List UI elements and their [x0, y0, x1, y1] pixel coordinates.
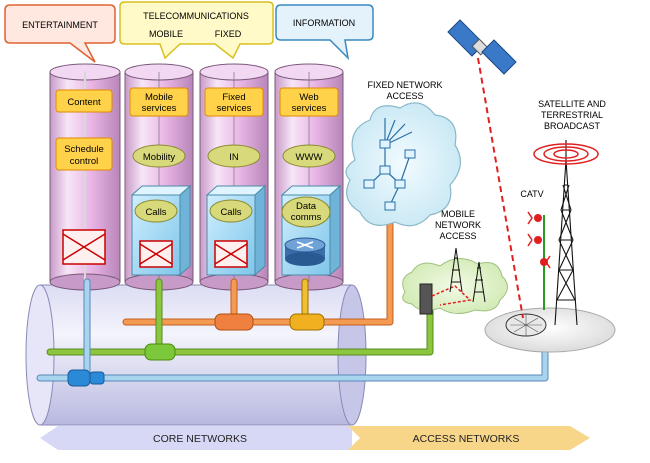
mobility-node [132, 144, 186, 168]
base-station [419, 283, 433, 315]
fixed-services-label-2: services [217, 103, 252, 114]
information-label: INFORMATION [293, 18, 355, 28]
www-label: WWW [296, 152, 323, 163]
comms-label: comms [291, 212, 322, 223]
satellite-icon [447, 19, 517, 75]
www-node [282, 144, 336, 168]
broadcast-waves-icon [533, 143, 599, 165]
data-comms-node [281, 196, 331, 228]
fixed-access-label-2: ACCESS [386, 91, 423, 101]
switch-icon [139, 240, 173, 268]
web-services-label-1: Web [299, 92, 318, 103]
router-icon [284, 237, 326, 266]
pipe-blue [36, 341, 549, 382]
callout-information: INFORMATION [275, 4, 374, 61]
calls-node-mobile [134, 199, 178, 223]
telecom-label: TELECOMMUNICATIONS [143, 11, 249, 21]
pipe-green [46, 306, 434, 356]
fixed-access-cloud [345, 102, 461, 227]
mobile-services-box [129, 87, 189, 117]
valve-green [144, 343, 176, 361]
calls-node-fixed [209, 199, 253, 223]
mobile-access-cloud [402, 258, 508, 315]
entertainment-label: ENTERTAINMENT [22, 20, 98, 30]
satellite-dish-icon [505, 313, 547, 337]
mobility-label: Mobility [143, 152, 175, 163]
schedule-control-box [55, 137, 113, 171]
calls-label-mobile: Calls [145, 207, 166, 218]
callout-entertainment: ENTERTAINMENT [4, 4, 116, 63]
in-label: IN [229, 152, 239, 163]
schedule-label: Schedule [64, 144, 104, 155]
valve-orange [214, 313, 254, 331]
mobile-label: MOBILE [149, 29, 183, 39]
content-label: Content [67, 97, 101, 108]
satellite-label-1: SATELLITE AND [538, 99, 606, 109]
fixed-services-label-1: Fixed [222, 92, 245, 103]
broadcast-ground [484, 307, 616, 353]
catv-label: CATV [520, 189, 543, 199]
satellite-label-2: TERRESTRIAL [541, 110, 603, 120]
mobile-access-label-3: ACCESS [439, 231, 476, 241]
fixed-services-box [204, 87, 264, 117]
access-networks-arrow [348, 426, 590, 450]
fixed-label: FIXED [215, 29, 242, 39]
core-networks-label: CORE NETWORKS [153, 433, 247, 445]
web-services-box [279, 87, 339, 117]
switch-icon [214, 240, 248, 268]
valve-blue [67, 369, 105, 387]
in-node [207, 144, 261, 168]
switch-icon [62, 229, 106, 265]
control-label: control [70, 156, 99, 167]
broadcast-tower-icon [554, 140, 578, 326]
callout-telecom: TELECOMMUNICATIONS MOBILE FIXED [119, 1, 274, 60]
satellite-label-3: BROADCAST [544, 121, 601, 131]
mobile-access-label-1: MOBILE [441, 209, 475, 219]
data-label: Data [296, 201, 317, 212]
core-networks-arrow [40, 426, 352, 450]
mobile-tower-icon [449, 247, 486, 303]
catv-cable [527, 211, 551, 310]
access-networks-label: ACCESS NETWORKS [413, 433, 520, 445]
satellite-link [477, 57, 524, 319]
mobile-services-label-2: services [142, 103, 177, 114]
content-box [55, 89, 113, 113]
fixed-access-label-1: FIXED NETWORK [367, 80, 442, 90]
web-services-label-2: services [292, 103, 327, 114]
valve-yellow [289, 313, 325, 331]
calls-label-fixed: Calls [220, 207, 241, 218]
mobile-access-label-2: NETWORK [435, 220, 481, 230]
mobile-services-label-1: Mobile [145, 92, 173, 103]
